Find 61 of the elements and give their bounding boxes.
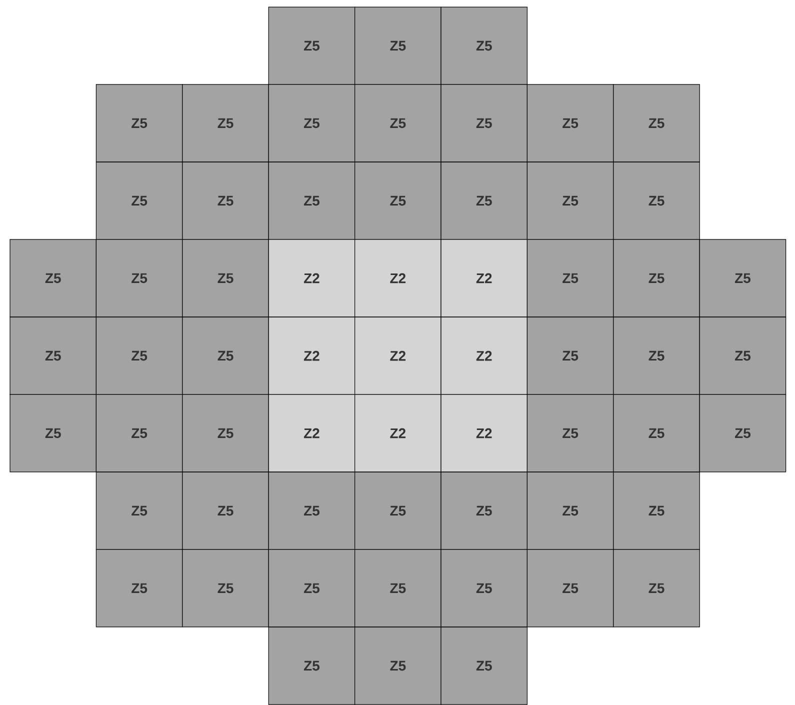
- grid-cell: Z5: [440, 162, 528, 240]
- grid-cell: Z5: [96, 549, 183, 628]
- grid-cell: Z5: [699, 239, 786, 318]
- grid-cell: Z5: [440, 472, 528, 550]
- grid-cell: Z2: [354, 239, 442, 318]
- grid-cell: Z5: [96, 472, 183, 550]
- grid-cell: Z2: [440, 239, 528, 318]
- grid-cell: Z5: [526, 162, 614, 240]
- grid-cell: Z5: [613, 84, 700, 162]
- grid-cell: Z5: [10, 394, 96, 472]
- grid-cell: Z5: [268, 472, 356, 550]
- grid-cell: Z5: [354, 162, 442, 240]
- grid-cell: Z5: [526, 84, 614, 162]
- grid-cell: Z5: [526, 394, 614, 472]
- grid-cell: Z5: [268, 549, 356, 628]
- grid-cell: Z5: [699, 316, 786, 395]
- grid-cell: Z5: [268, 162, 356, 240]
- grid-cell: Z5: [182, 316, 269, 395]
- grid-cell: Z5: [182, 239, 269, 318]
- grid-cell: Z5: [96, 394, 183, 472]
- grid-cell: Z5: [440, 6, 528, 85]
- grid-cell: Z5: [613, 394, 700, 472]
- grid-cell: Z5: [96, 84, 183, 162]
- grid-cell: Z5: [10, 239, 96, 318]
- grid-cell: Z2: [268, 316, 356, 395]
- grid-cell: Z5: [354, 626, 442, 705]
- grid-cell: Z5: [10, 316, 96, 395]
- grid-cell: Z5: [440, 626, 528, 705]
- grid-cell: Z5: [354, 472, 442, 550]
- grid-cell: Z5: [440, 549, 528, 628]
- grid-cell: Z2: [440, 394, 528, 472]
- grid-cell: Z5: [526, 549, 614, 628]
- grid-cell: Z5: [613, 549, 700, 628]
- grid-cell: Z2: [354, 316, 442, 395]
- grid-cell: Z5: [526, 472, 614, 550]
- grid-cell: Z5: [354, 6, 442, 85]
- grid-cell: Z5: [268, 6, 356, 85]
- grid-cell: Z5: [699, 394, 786, 472]
- grid-cell: Z5: [96, 316, 183, 395]
- grid-cell: Z2: [440, 316, 528, 395]
- grid-cell: Z5: [182, 549, 269, 628]
- grid-cell: Z2: [268, 394, 356, 472]
- grid-cell: Z5: [613, 162, 700, 240]
- grid-cell: Z5: [526, 316, 614, 395]
- grid-cell: Z5: [613, 472, 700, 550]
- grid-cell: Z5: [96, 239, 183, 318]
- grid-cell: Z5: [182, 472, 269, 550]
- grid-cell: Z5: [354, 549, 442, 628]
- grid-cell: Z5: [96, 162, 183, 240]
- grid-cell: Z5: [182, 394, 269, 472]
- grid-cell: Z5: [268, 84, 356, 162]
- grid-cell: Z2: [268, 239, 356, 318]
- grid-cell: Z5: [613, 239, 700, 318]
- grid-cell: Z5: [440, 84, 528, 162]
- grid-cell: Z5: [613, 316, 700, 395]
- grid-cell: Z5: [354, 84, 442, 162]
- grid-cell: Z2: [354, 394, 442, 472]
- grid-cell: Z5: [526, 239, 614, 318]
- grid-cell: Z5: [182, 162, 269, 240]
- grid-cell: Z5: [268, 626, 356, 705]
- grid-cell: Z5: [182, 84, 269, 162]
